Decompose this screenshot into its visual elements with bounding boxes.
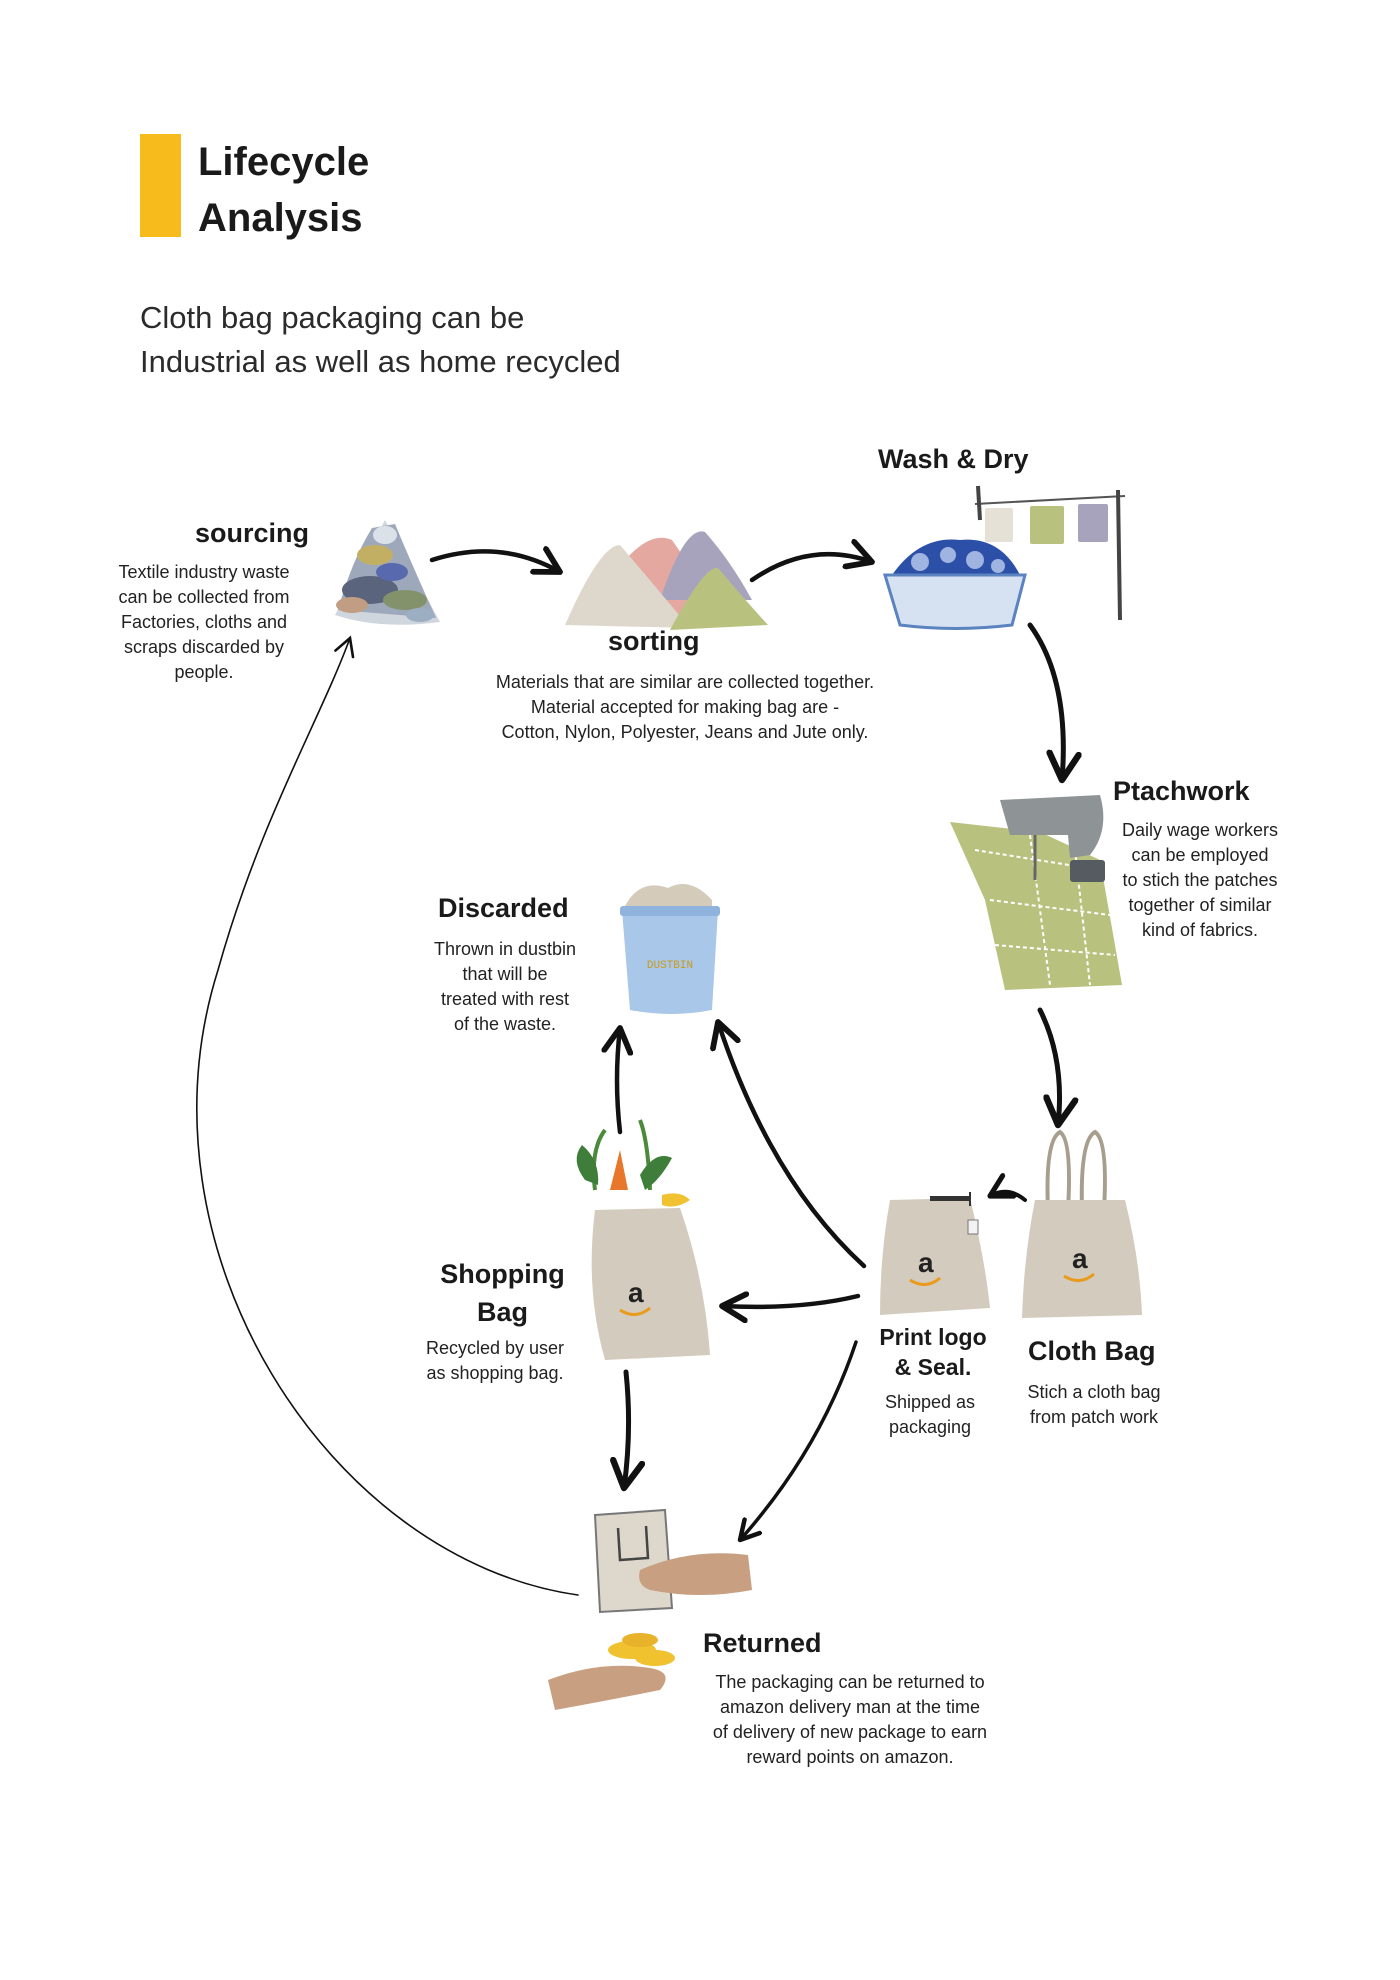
print-logo-label: Print logo & Seal. (868, 1322, 998, 1382)
arrow-wash-to-patchwork (1027, 622, 1063, 780)
page-title: Lifecycle Analysis (198, 134, 369, 246)
sourcing-description: Textile industry waste can be collected … (100, 560, 308, 685)
shopping-bag-illustration: a (576, 1119, 710, 1360)
dustbin-illustration: DUSTBIN (620, 884, 720, 1014)
arrow-shopping-to-discarded (617, 1028, 620, 1135)
subtitle-line-2: Industrial as well as home recycled (140, 344, 621, 379)
patchwork-label: Ptachwork (1113, 776, 1250, 806)
sorting-desc-line: Cotton, Nylon, Polyester, Jeans and Jute… (501, 722, 869, 742)
cloth-bag-desc-line: Stich a cloth bag (1027, 1382, 1161, 1402)
sourcing-desc-line: Textile industry waste (118, 562, 290, 582)
sourcing-desc-line: people. (174, 662, 234, 682)
discarded-desc-line: Thrown in dustbin (433, 939, 577, 959)
patchwork-description: Daily wage workers can be employed to st… (1100, 818, 1300, 943)
returned-label: Returned (703, 1628, 822, 1658)
arrow-printlogo-to-shopping (722, 1296, 861, 1307)
sourcing-desc-line: can be collected from (118, 587, 290, 607)
arrow-printlogo-to-returned (740, 1340, 858, 1540)
discarded-label: Discarded (438, 893, 569, 923)
cloth-bag-illustration: a (1022, 1129, 1142, 1318)
returned-description: The packaging can be returned to amazon … (680, 1670, 1020, 1770)
returned-desc-line: reward points on amazon. (746, 1747, 954, 1767)
print-logo-bag-illustration: a (880, 1192, 990, 1315)
patchwork-desc-line: to stich the patches (1122, 870, 1278, 890)
print-logo-description: Shipped as packaging (870, 1390, 990, 1440)
cloth-bag-logo: a (1072, 1243, 1088, 1274)
arrow-sorting-to-wash (749, 554, 872, 583)
arrow-patchwork-to-clothbag (1037, 1007, 1060, 1125)
cloth-bag-desc-line: from patch work (1029, 1407, 1159, 1427)
subtitle-line-1: Cloth bag packaging can be (140, 300, 525, 335)
print-logo-label-line-2: & Seal. (894, 1354, 972, 1380)
shopping-bag-label: Shopping Bag (420, 1255, 585, 1331)
returned-desc-line: of delivery of new package to earn (712, 1722, 988, 1742)
returned-illustration (548, 1508, 752, 1710)
arrow-clothbag-to-printlogo (990, 1192, 1027, 1202)
discarded-desc-line: treated with rest (440, 989, 570, 1009)
sourcing-illustration (335, 520, 440, 625)
arrow-printlogo-to-discarded (718, 1022, 867, 1269)
shopping-bag-label-line-1: Shopping (440, 1259, 565, 1289)
discarded-desc-line: that will be (462, 964, 548, 984)
print-bag-logo: a (918, 1247, 934, 1278)
patchwork-desc-line: can be employed (1131, 845, 1269, 865)
shopping-bag-description: Recycled by user as shopping bag. (410, 1336, 580, 1386)
print-logo-desc-line: packaging (888, 1417, 972, 1437)
sourcing-desc-line: scraps discarded by (123, 637, 285, 657)
patchwork-desc-line: together of similar (1128, 895, 1272, 915)
patchwork-desc-line: kind of fabrics. (1141, 920, 1259, 940)
arrow-shopping-to-returned (624, 1369, 629, 1488)
title-accent-bar (140, 134, 181, 237)
sourcing-label: sourcing (195, 518, 310, 548)
print-logo-label-line-1: Print logo (879, 1324, 987, 1350)
cloth-bag-label: Cloth Bag (1028, 1336, 1156, 1366)
shopping-bag-desc-line: Recycled by user (425, 1338, 565, 1358)
cloth-bag-description: Stich a cloth bag from patch work (1012, 1380, 1176, 1430)
patchwork-illustration (950, 795, 1122, 990)
shopping-bag-logo: a (628, 1277, 644, 1308)
arrow-sourcing-to-sorting (429, 551, 560, 572)
sourcing-desc-line: Factories, cloths and (120, 612, 288, 632)
sorting-description: Materials that are similar are collected… (450, 670, 920, 745)
discarded-desc-line: of the waste. (453, 1014, 557, 1034)
page-subtitle: Cloth bag packaging can be Industrial as… (140, 296, 621, 384)
print-logo-desc-line: Shipped as (884, 1392, 976, 1412)
wash-dry-label: Wash & Dry (878, 444, 1029, 474)
flow-arrows (196, 551, 1063, 1596)
dustbin-label: DUSTBIN (647, 960, 693, 972)
shopping-bag-label-line-2: Bag (476, 1297, 528, 1327)
sorting-desc-line: Materials that are similar are collected… (495, 672, 875, 692)
discarded-description: Thrown in dustbin that will be treated w… (415, 937, 595, 1037)
wash-dry-illustration (882, 485, 1126, 630)
returned-desc-line: The packaging can be returned to (715, 1672, 985, 1692)
patchwork-desc-line: Daily wage workers (1121, 820, 1279, 840)
arrow-returned-to-sourcing (196, 635, 579, 1596)
title-line-2: Analysis (198, 196, 363, 240)
sorting-label: sorting (608, 626, 700, 656)
returned-desc-line: amazon delivery man at the time (719, 1697, 981, 1717)
sorting-illustration (565, 531, 768, 630)
title-line-1: Lifecycle (198, 140, 370, 184)
shopping-bag-desc-line: as shopping bag. (426, 1363, 564, 1383)
sorting-desc-line: Material accepted for making bag are - (530, 697, 840, 717)
